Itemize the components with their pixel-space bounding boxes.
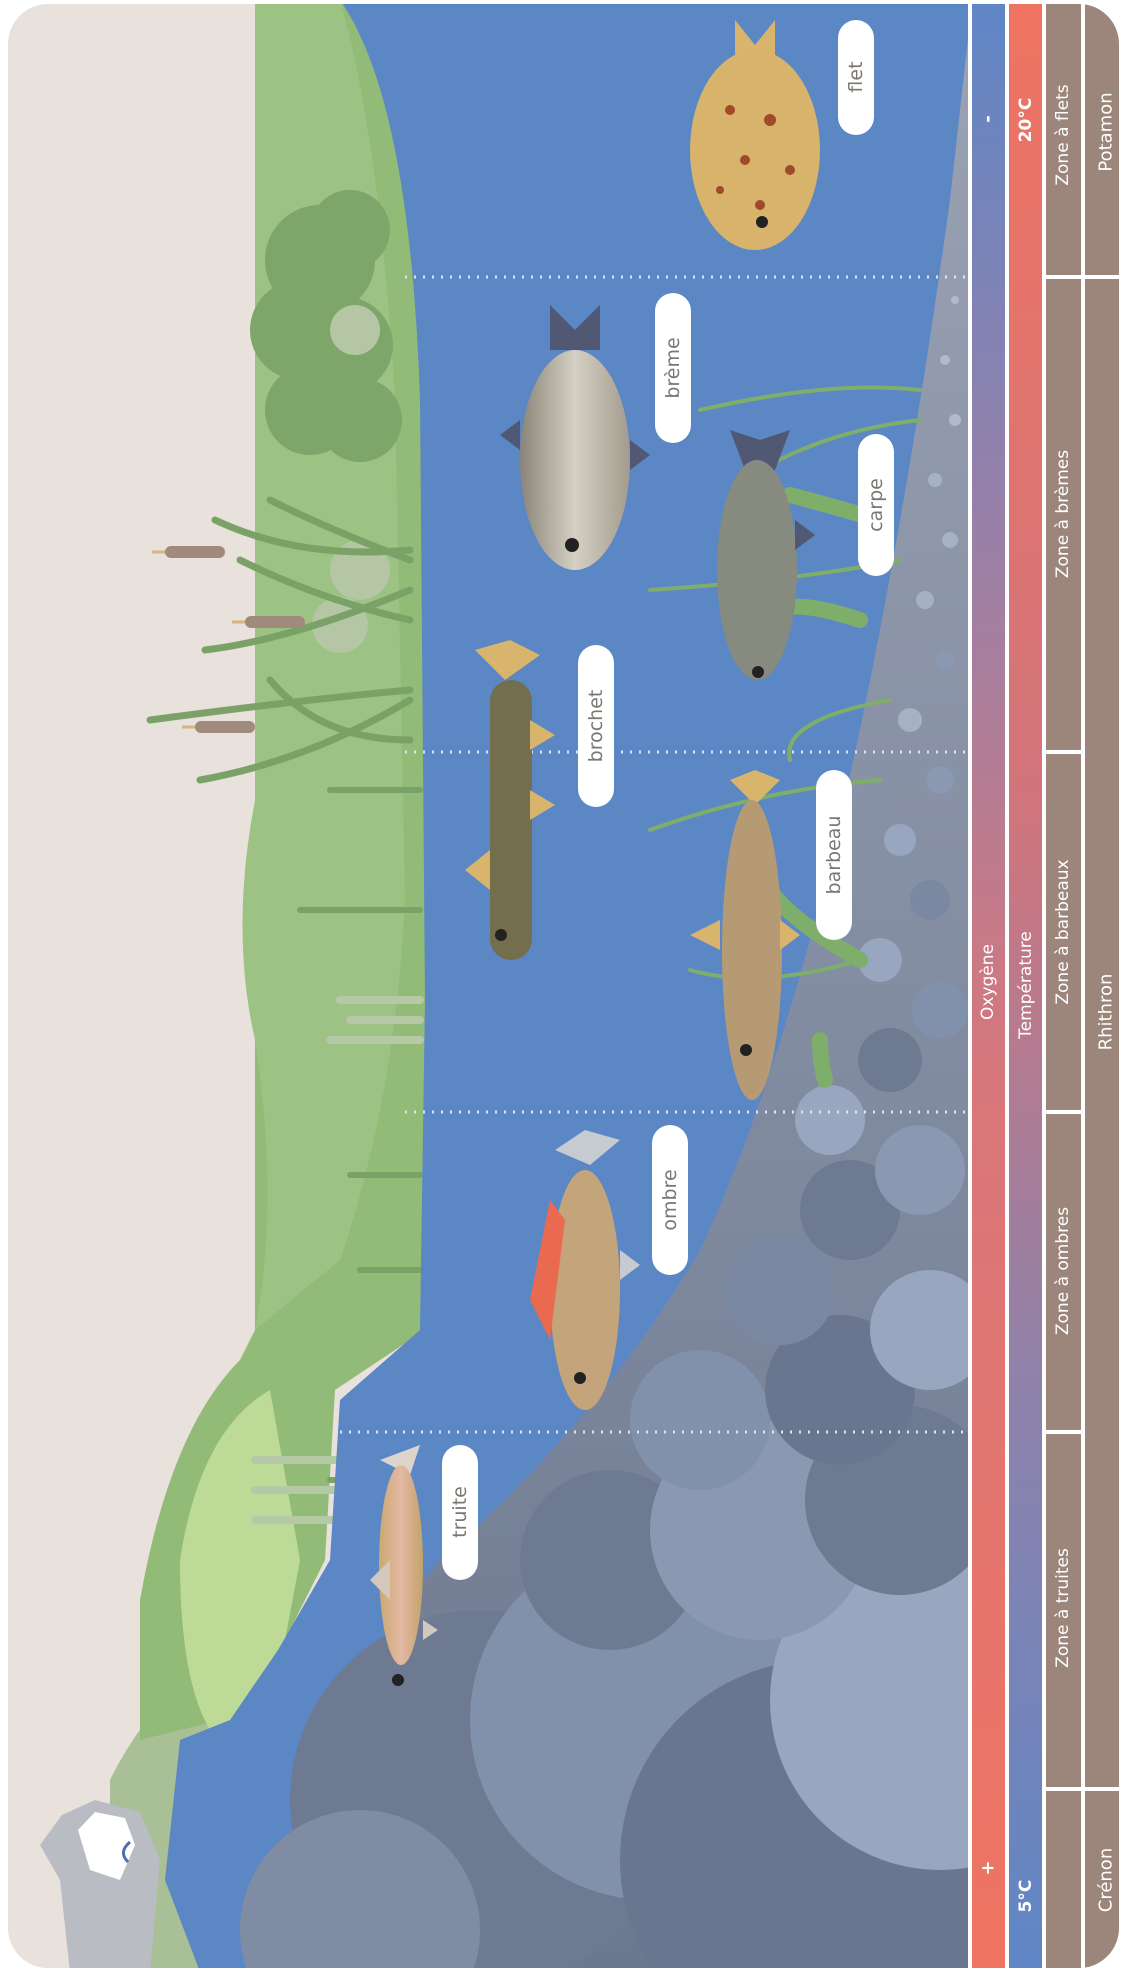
label-ombre: ombre xyxy=(652,1125,688,1275)
temperature-warm-value: 20°C xyxy=(1016,98,1036,143)
zone-flets-label: Zone à flets xyxy=(1053,84,1073,185)
label-carpe: carpe xyxy=(858,434,894,576)
region-potamon-label: Potamon xyxy=(1096,92,1117,171)
label-breme-text: brème xyxy=(662,337,684,398)
temperature-cold-value: 5°C xyxy=(1016,1880,1036,1913)
zone-barbeaux-label: Zone à barbeaux xyxy=(1053,859,1073,1004)
label-truite-text: truite xyxy=(449,1486,471,1538)
label-carpe-text: carpe xyxy=(865,478,887,532)
zone-ombres-label: Zone à ombres xyxy=(1053,1207,1073,1335)
temperature-label: Température xyxy=(1016,931,1036,1040)
bar-separator-2 xyxy=(1005,0,1009,1972)
zone-bremes-label: Zone à brèmes xyxy=(1053,450,1073,578)
label-barbeau-text: barbeau xyxy=(823,816,845,895)
oxygen-label: Oxygène xyxy=(978,944,998,1020)
label-brochet-text: brochet xyxy=(585,690,607,763)
label-truite: truite xyxy=(442,1445,478,1580)
oxygen-high-marker: + xyxy=(978,1860,999,1875)
label-breme: brème xyxy=(655,293,691,443)
label-barbeau: barbeau xyxy=(816,770,852,940)
oxygen-low-marker: - xyxy=(978,115,999,122)
zone-truites-label: Zone à truites xyxy=(1053,1548,1073,1668)
bar-separator xyxy=(968,0,972,1972)
label-flet-text: flet xyxy=(845,61,867,92)
label-ombre-text: ombre xyxy=(659,1169,681,1230)
region-crenon-label: Crénon xyxy=(1096,1848,1117,1912)
bar-separator-3 xyxy=(1042,0,1046,1972)
label-flet: flet xyxy=(838,20,874,135)
bar-separator-4 xyxy=(1081,0,1085,1972)
label-brochet: brochet xyxy=(578,645,614,807)
region-rhithron-label: Rhithron xyxy=(1096,974,1117,1051)
